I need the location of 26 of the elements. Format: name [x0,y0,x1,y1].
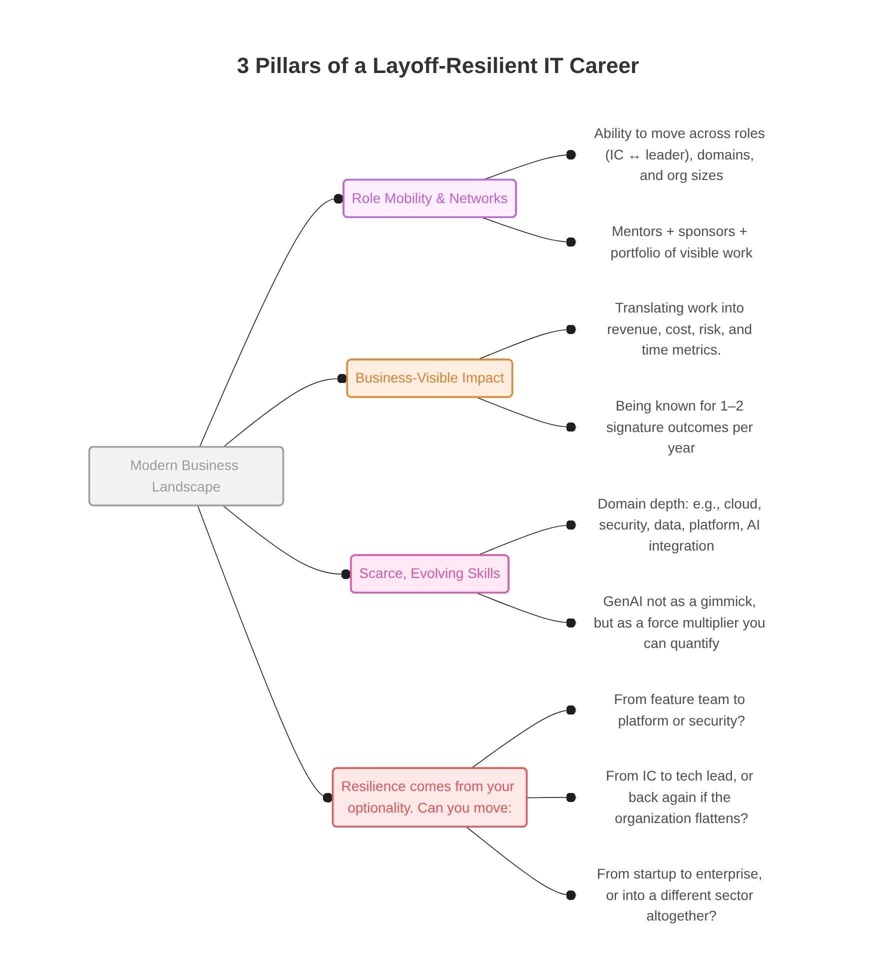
connector-line [482,217,577,248]
bullet-text: Being known for 1–2 signature outcomes per year [606,398,753,456]
connector-line [526,792,577,802]
bullet-text: Ability to move across roles (IC ↔ leader), domains, and org sizes [594,126,765,184]
title: 3 Pillars of a Layoff-Resilient IT Career [236,52,640,80]
central-topic-box: Modern Business Landscape [88,446,284,506]
connector-line [222,505,352,580]
bullet-text: GenAI not as a gimmick, but as a force multiplier you can quantify [594,594,766,652]
connector-line [476,592,577,628]
bullet-text: Mentors + sponsors + portfolio of visible work [610,224,752,260]
branch-topic-box: Resilience comes from your optionality. Can you move: [332,767,528,828]
bullet-text: From startup to enterprise, or into a different sector altogether? [596,866,762,924]
branch-topic-box: Scarce, Evolving Skills [350,554,510,594]
connector-line [197,505,334,803]
branch-topic-box: Business-Visible Impact [346,358,514,398]
branch-topic-box: Role Mobility & Networks [342,178,517,218]
connector-line [199,194,344,448]
connector-line [476,520,577,556]
connector-line [466,826,577,900]
bullet-text: From IC to tech lead, or back again if the organization flattens? [606,768,754,826]
bullet-text: Translating work into revenue, cost, risk, and time metrics. [607,300,752,358]
bullet-text: From feature team to platform or security? [614,692,746,728]
connector-line [470,705,577,769]
connector-line [476,397,577,432]
connector-line [222,374,348,448]
bullet-text: Domain depth: e.g., cloud, security, data, platform, AI integration [598,496,762,554]
